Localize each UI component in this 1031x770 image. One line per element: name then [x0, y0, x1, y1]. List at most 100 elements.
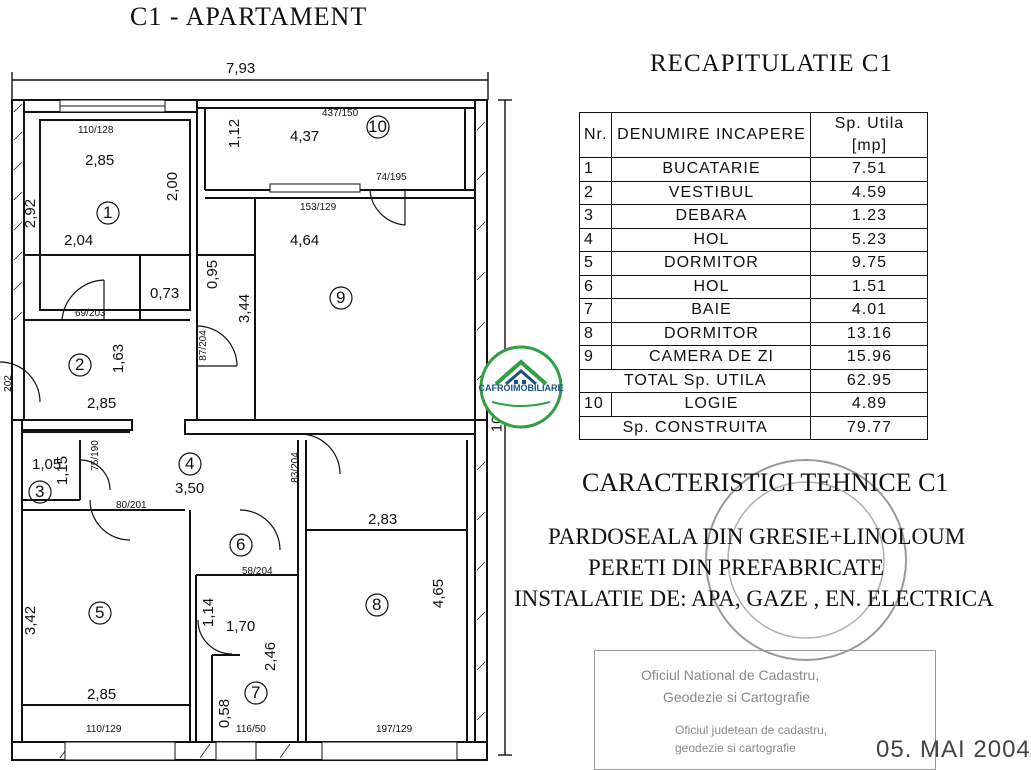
logo-text: CAFROIMOBILIARE: [478, 383, 564, 393]
dim-label: 2,85: [87, 395, 117, 412]
door-label: 80/201: [116, 500, 147, 511]
stamp-line: Oficiul judetean de cadastru,: [675, 723, 828, 737]
room-number: 2: [75, 355, 85, 374]
row-nr: 9: [578, 345, 613, 370]
stamp-line: Oficiul National de Cadastru,: [641, 667, 820, 683]
stamp-line: geodezie si cartografie: [675, 741, 796, 755]
row-value: 4.01: [810, 298, 929, 323]
row-name: DEBARA: [611, 204, 812, 229]
dim-label: 2,85: [87, 686, 117, 703]
row-nr: 5: [578, 251, 613, 276]
row-name: HOL: [611, 274, 812, 299]
row-value: 1.51: [810, 274, 929, 299]
dim-label: 1,63: [110, 343, 128, 374]
floor-plan: [0, 72, 512, 761]
room-number: 8: [372, 595, 382, 614]
row-name: CAMERA DE ZI: [611, 345, 812, 370]
row-value: 5.23: [810, 227, 929, 252]
plan-title: C1 - APARTAMENT: [130, 2, 368, 31]
row-name: DORMITOR: [611, 251, 812, 276]
door-label: 153/129: [300, 202, 337, 213]
door-label: 69/203: [75, 308, 106, 319]
dim-label: 1,70: [226, 618, 256, 635]
spec-line: INSTALATIE DE: APA, GAZE , EN. ELECTRICA: [514, 586, 994, 611]
row-value: 4.89: [810, 392, 929, 417]
dim-label: 1,14: [200, 597, 218, 628]
door-label: 197/129: [376, 724, 413, 735]
row-value: 1.23: [810, 204, 929, 229]
dim-label: 4,64: [290, 232, 320, 249]
row-nr: 7: [578, 298, 613, 323]
room-number: 5: [95, 603, 105, 622]
row-value: 13.16: [810, 321, 929, 346]
dim-label: 3,42: [22, 605, 40, 636]
column-header: Nr.: [578, 112, 613, 158]
dim-label: 1,15: [54, 455, 72, 486]
recap-title: RECAPITULATIE C1: [650, 50, 894, 77]
row-name: DORMITOR: [611, 321, 812, 346]
row-name: VESTIBUL: [611, 180, 812, 205]
official-stamp: [705, 459, 907, 661]
door-label: 87/204: [197, 330, 209, 361]
dim-label: 3,44: [236, 293, 254, 324]
row-value: 9.75: [810, 251, 929, 276]
company-logo: [479, 345, 563, 429]
dim-label: 2,83: [368, 511, 398, 528]
row-nr: 8: [578, 321, 613, 346]
door-label: 110/128: [78, 125, 114, 136]
dim-label: 2,04: [64, 232, 94, 249]
spec-line: PERETI DIN PREFABRICATE: [588, 555, 885, 580]
room-number: 3: [35, 482, 45, 501]
row-nr: 4: [578, 227, 613, 252]
dim-label: 2,46: [262, 641, 280, 672]
dim-label: 4,37: [290, 128, 320, 145]
dim-label: 2,85: [85, 152, 115, 169]
door-label: 83/204: [289, 452, 301, 483]
dim-label: 2,00: [164, 171, 182, 202]
room-number: 10: [368, 117, 387, 136]
row-nr: 2: [578, 180, 613, 205]
row-nr: 3: [578, 204, 613, 229]
construita-value: 79.77: [810, 415, 929, 440]
construita-label: Sp. CONSTRUITA: [578, 415, 812, 440]
total-value: 62.95: [810, 368, 929, 393]
row-nr: 1: [578, 157, 613, 182]
row-value: 4.59: [810, 180, 929, 205]
column-header: Sp. Utila [mp]: [810, 112, 929, 158]
total-label: TOTAL Sp. UTILA: [578, 368, 812, 393]
row-name: BAIE: [611, 298, 812, 323]
column-header: DENUMIRE INCAPERE: [611, 112, 812, 158]
row-name: BUCATARIE: [611, 157, 812, 182]
door-label: 74/195: [376, 172, 407, 183]
door-label: 110/129: [86, 724, 122, 735]
door-label: 58/204: [242, 566, 273, 577]
room-number: 9: [336, 288, 346, 307]
room-number: 6: [236, 535, 246, 554]
stamp-date: 05. MAI 2004: [876, 736, 1031, 763]
overall-width-label: 7,93: [226, 60, 256, 77]
table-header-row: Nr. DENUMIRE INCAPERE Sp. Utila [mp]: [578, 112, 929, 158]
room-number: 1: [103, 203, 113, 222]
dim-label: 0,95: [204, 259, 222, 290]
dim-label: 1,12: [226, 118, 244, 149]
door-label: 116/50: [236, 724, 266, 735]
row-nr: 6: [578, 274, 613, 299]
row-value: 7.51: [810, 157, 929, 182]
room-number: 4: [185, 454, 195, 473]
row-value: 15.96: [810, 345, 929, 370]
specs-title: CARACTERISTICI TEHNICE C1: [582, 468, 949, 497]
dim-label: 1,05: [32, 456, 62, 473]
